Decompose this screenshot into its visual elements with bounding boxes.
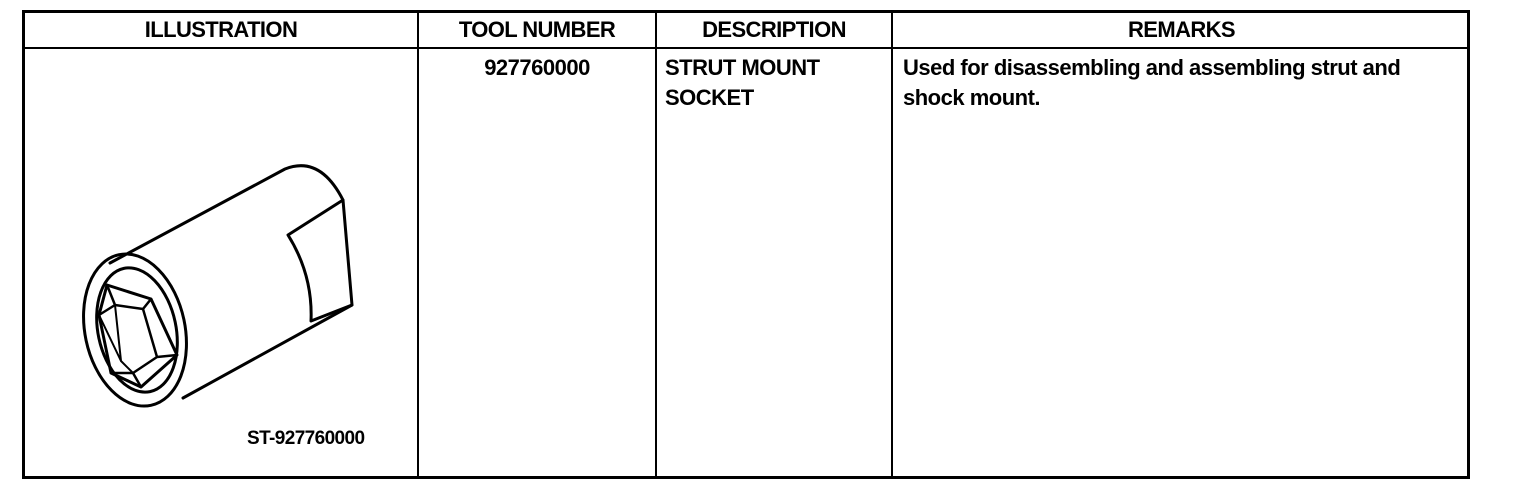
column-divider <box>655 13 657 476</box>
description-line: SOCKET <box>665 85 754 110</box>
header-remarks: REMARKS <box>1127 17 1236 42</box>
remarks-line: shock mount. <box>903 85 1041 110</box>
header-description: DESCRIPTION <box>702 17 846 42</box>
description-line: STRUT MOUNT <box>665 55 820 80</box>
illustration-caption: ST-927760000 <box>247 428 365 449</box>
remarks-cell: Used for disassembling and assembling st… <box>903 53 1463 113</box>
tool-number-cell: 927760000 <box>484 55 590 80</box>
socket-wrench-icon <box>82 164 354 408</box>
column-divider <box>891 13 893 476</box>
special-tool-table: ILLUSTRATION TOOL NUMBER DESCRIPTION REM… <box>22 10 1470 479</box>
remarks-line: Used for disassembling and assembling st… <box>903 55 1401 80</box>
header-divider <box>25 47 1467 49</box>
header-illustration: ILLUSTRATION <box>144 17 298 42</box>
header-tool-number: TOOL NUMBER <box>458 17 616 42</box>
description-cell: STRUT MOUNT SOCKET <box>665 53 885 113</box>
column-divider <box>417 13 419 476</box>
